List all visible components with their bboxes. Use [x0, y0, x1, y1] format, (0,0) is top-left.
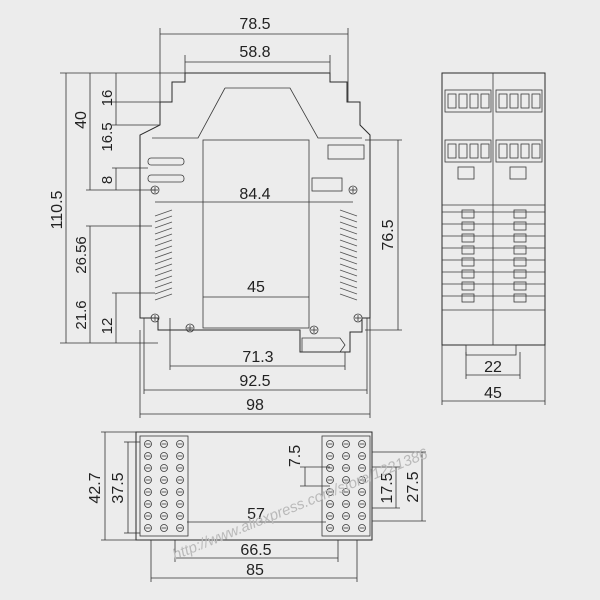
dim-8: 8 [99, 176, 116, 184]
dim-7-5: 7.5 [287, 445, 304, 467]
dim-27-5: 27.5 [405, 471, 422, 502]
dim-66-5: 66.5 [240, 542, 271, 559]
dim-17-5: 17.5 [379, 472, 396, 503]
vent-right [339, 209, 358, 301]
dim-21-6: 21.6 [73, 300, 90, 329]
side-clip [465, 344, 517, 356]
housing-outline [139, 72, 371, 353]
rail-clip [301, 337, 346, 353]
dim-26-56: 26.56 [73, 236, 90, 274]
side-terminal-blocks [442, 89, 545, 311]
dim-58-8: 58.8 [239, 44, 270, 61]
dim-78-5: 78.5 [239, 16, 270, 33]
dim-57: 57 [247, 506, 265, 523]
dim-92-5: 92.5 [239, 373, 270, 390]
dim-110-5: 110.5 [49, 190, 66, 229]
dim-84-4: 84.4 [239, 186, 270, 203]
dim-16: 16 [99, 90, 116, 107]
slot-left-1 [147, 157, 185, 166]
label-window [202, 139, 310, 329]
screw-icons [150, 185, 363, 335]
dim-40: 40 [73, 111, 90, 129]
dim-71-3: 71.3 [242, 349, 273, 366]
dim-16-5: 16.5 [99, 122, 116, 151]
vent-left [154, 209, 173, 301]
dim-12: 12 [99, 318, 116, 335]
cover-outline [152, 87, 362, 139]
dim-76-5: 76.5 [380, 219, 397, 250]
bottom-terminal-blocks [139, 435, 371, 537]
bottom-outline [135, 431, 373, 541]
slot-right-2 [311, 177, 343, 192]
dim-45-side: 45 [484, 385, 502, 402]
dim-42-7: 42.7 [87, 472, 104, 503]
front-view: 78.5 58.8 110.5 40 16 16.5 8 26.56 21.6 … [49, 16, 402, 418]
side-outline [441, 72, 546, 346]
side-view: 22 45 [441, 72, 546, 405]
slot-left-2 [147, 174, 185, 183]
dim-22: 22 [484, 359, 502, 376]
bottom-view: 42.7 37.5 7.5 17.5 27.5 57 66.5 85 [87, 431, 426, 582]
dim-45-front: 45 [247, 279, 265, 296]
dim-98: 98 [246, 397, 264, 414]
dim-37-5: 37.5 [110, 472, 127, 503]
slot-right-1 [327, 144, 365, 160]
dim-85: 85 [246, 562, 264, 579]
